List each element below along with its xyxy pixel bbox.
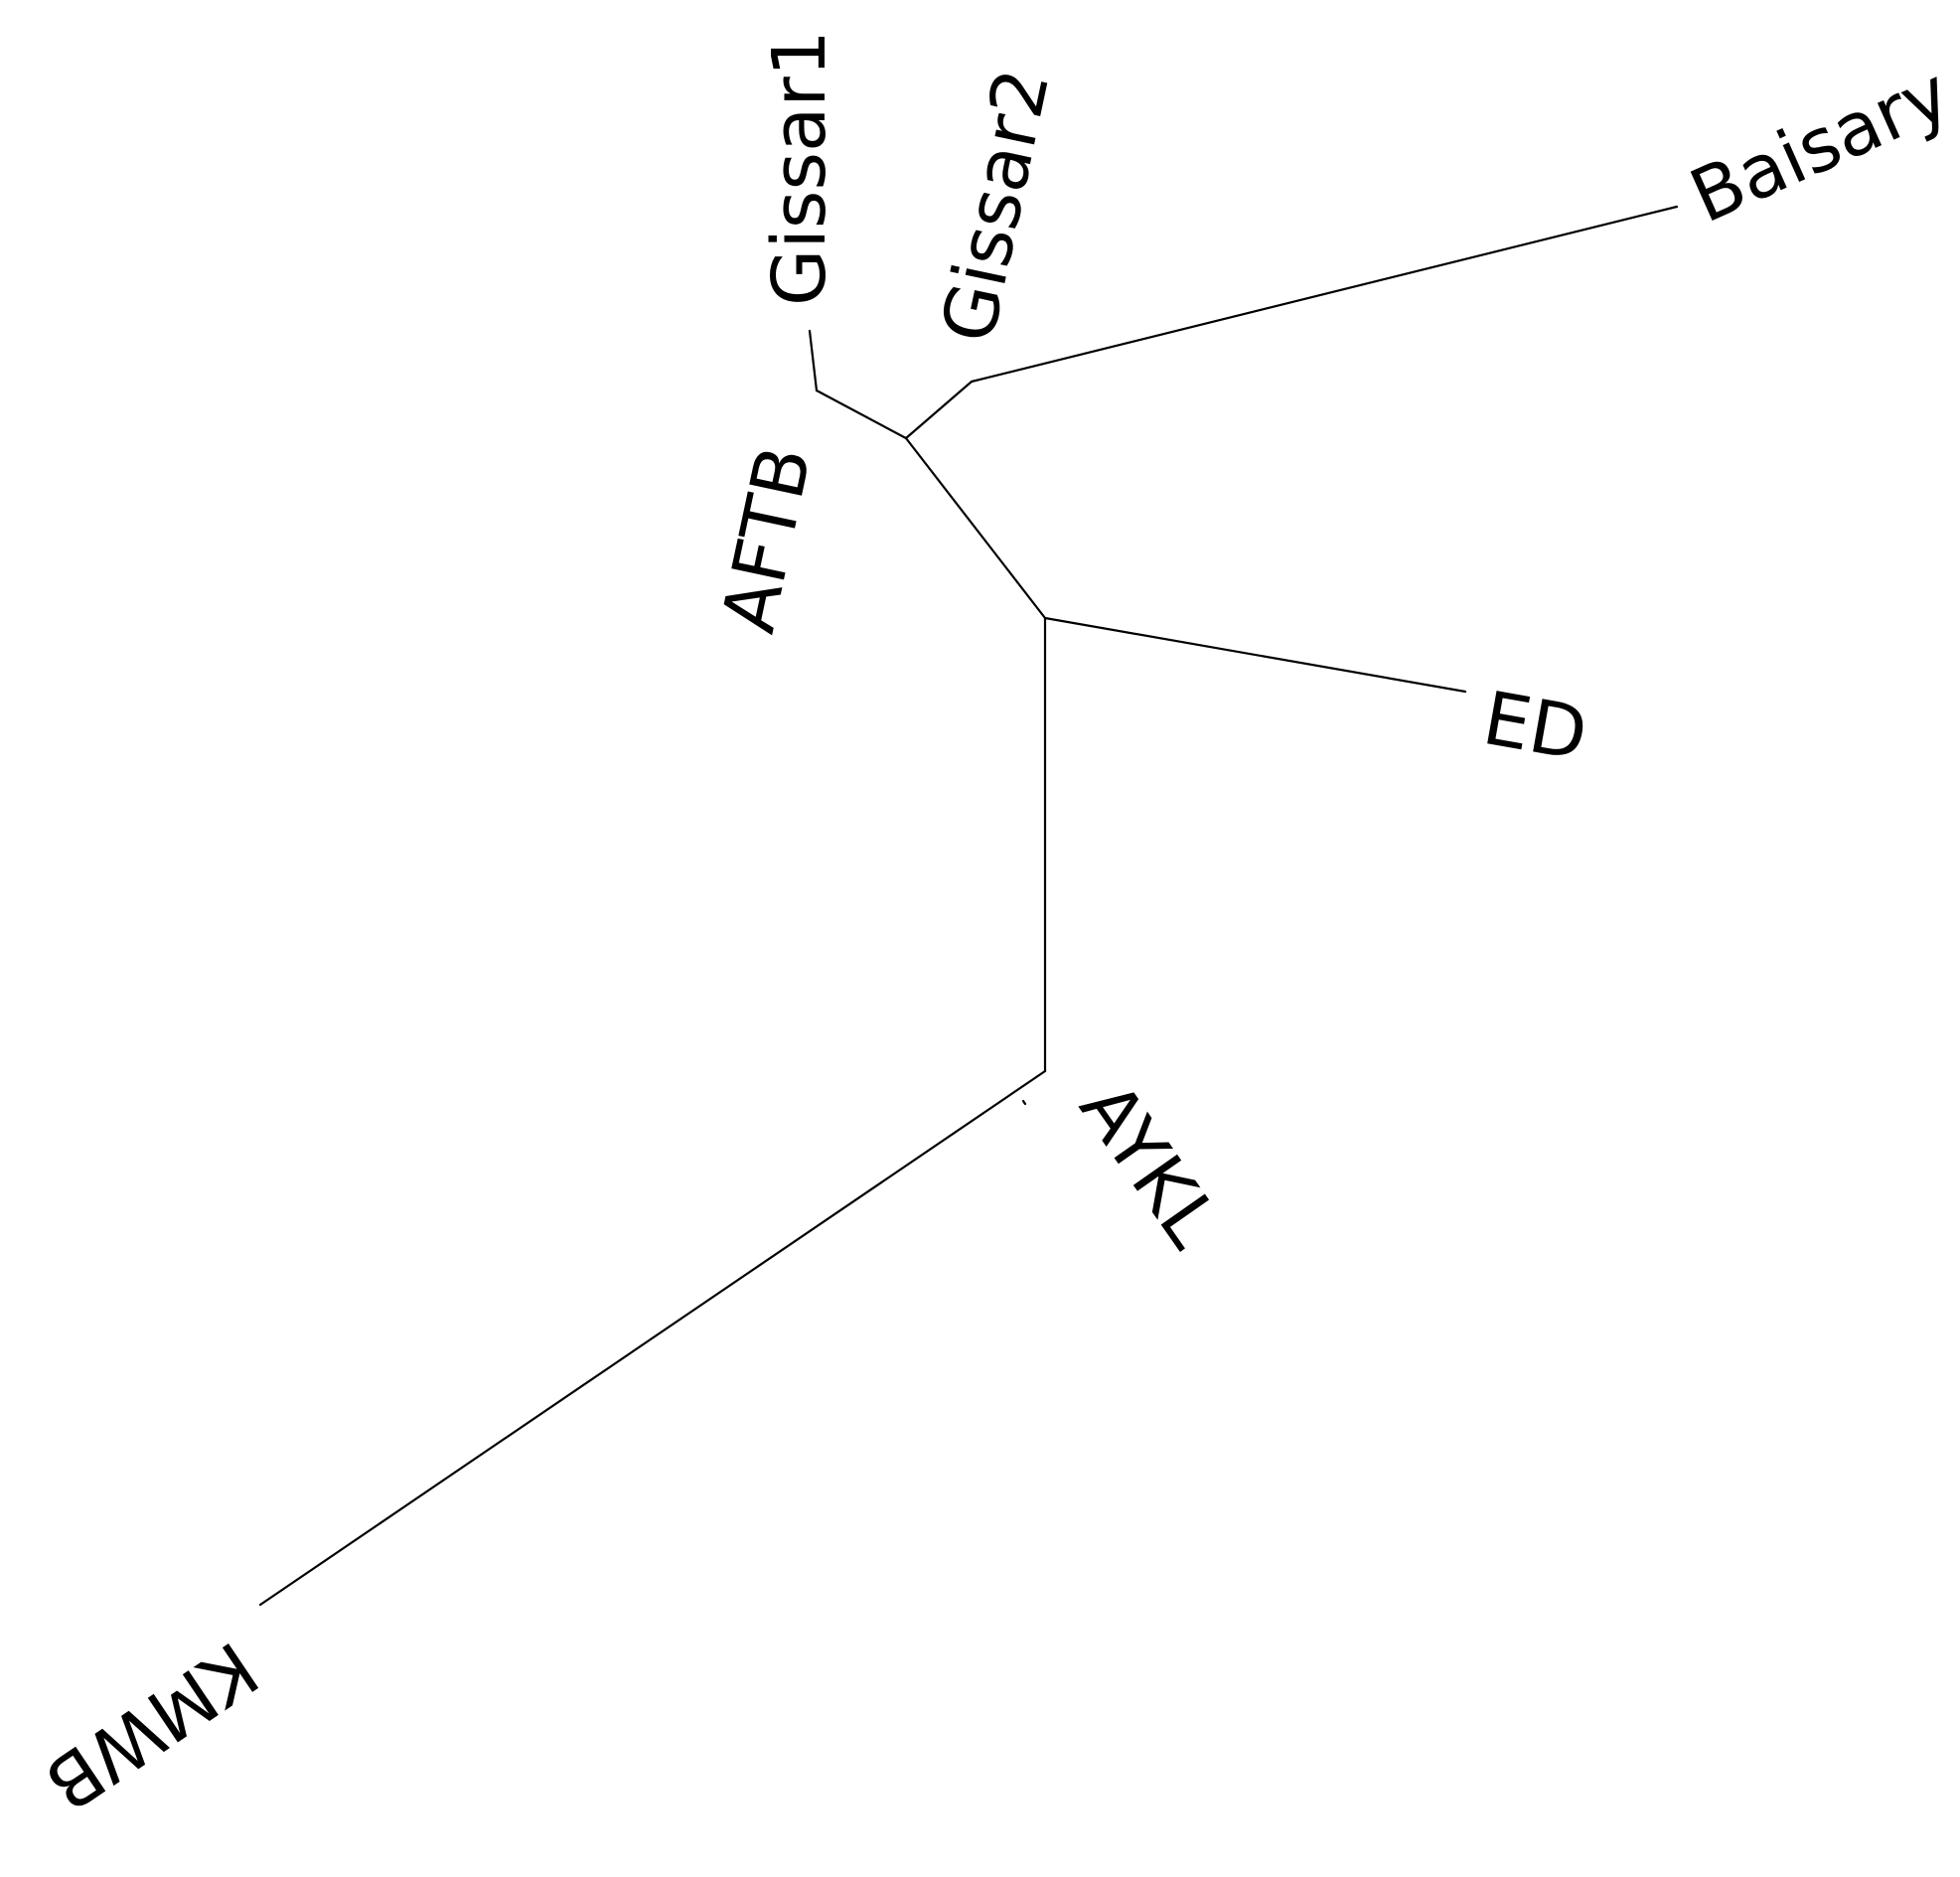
label-ed: ED bbox=[1477, 676, 1593, 778]
label-gissar2: Gissar2 bbox=[925, 62, 1066, 350]
label-kmwb: KMWB bbox=[30, 1625, 272, 1826]
label-aykl: AYKL bbox=[1063, 1067, 1236, 1263]
branch-ed bbox=[1043, 616, 1467, 694]
branch-kmwb bbox=[258, 1069, 1047, 1607]
branch-baisary bbox=[970, 205, 1679, 384]
branch-aykl bbox=[1021, 1099, 1027, 1106]
label-baisary: Baisary bbox=[1678, 51, 1960, 239]
label-gissar1: Gissar1 bbox=[757, 30, 842, 306]
branch-gissar1 bbox=[808, 329, 819, 392]
label-aftb: AFTB bbox=[705, 439, 828, 640]
branch-gissar2 bbox=[904, 380, 974, 440]
branch-aftb-internal bbox=[815, 389, 908, 440]
taxon-labels: Gissar1 Gissar2 Baisary AFTB ED AYKL KMW… bbox=[30, 30, 1960, 1826]
tree-branches bbox=[258, 205, 1679, 1607]
branch-upper-internal bbox=[904, 436, 1047, 620]
